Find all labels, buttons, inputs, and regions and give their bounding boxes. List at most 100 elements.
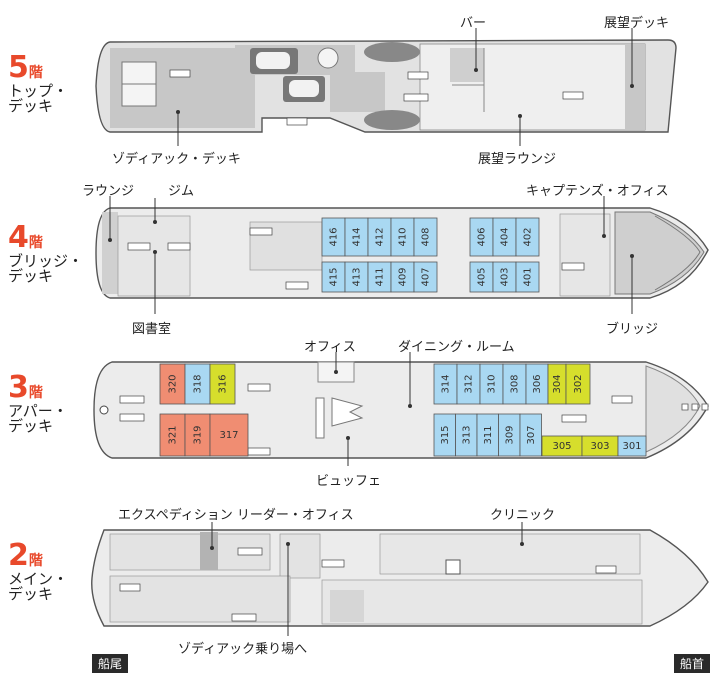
cabin-number: 414 [352,227,363,246]
cabin-number: 313 [461,425,472,444]
cabin-314: 314 [433,363,458,405]
cabin-301: 301 [617,435,647,457]
cabin-402: 402 [515,217,540,257]
cabin-number: 312 [464,374,475,393]
deck-name-line2: デッキ [8,97,54,116]
cabin-number: 415 [329,267,340,286]
deck-name-line2: デッキ [8,267,54,286]
cabin-404: 404 [492,217,517,257]
callout-office: オフィス [304,340,356,355]
cabin-number: 304 [552,374,563,393]
callout-zodiac-deck: ゾディアック・デッキ [112,152,241,167]
cabin-number: 321 [168,425,179,444]
cabin-number: 410 [398,227,409,246]
cabin-319: 319 [184,413,211,457]
deck-name-line1: トップ・ [8,81,69,100]
deck-3-label: 3階 アパー・ デッキ [8,372,68,435]
cabin-403: 403 [492,261,517,293]
deck-number: 5 [8,50,29,85]
cabin-number: 303 [590,441,609,452]
cabin-318: 318 [184,363,211,405]
callout-buffet: ビュッフェ [316,474,382,489]
cabin-313: 313 [455,413,478,457]
cabin-number: 407 [421,267,432,286]
cabin-310: 310 [479,363,504,405]
cabin-number: 318 [193,374,204,393]
cabin-312: 312 [456,363,481,405]
deck-name-line2: デッキ [8,417,54,436]
callout-observation-lounge: 展望ラウンジ [478,152,557,167]
deck-kai: 階 [28,235,43,251]
stern-label: 船尾 [92,654,129,673]
deck-5-label: 5階 トップ・ デッキ [8,52,68,115]
deck-name-line1: メイン・ [8,569,69,588]
deck-4-cabins: 416 414 412 410 408 406 404 402 415 413 411 409 407 4… [321,217,540,293]
deck-2-label: 2階 メイン・ デッキ [8,540,68,603]
cabin-number: 305 [552,441,571,452]
callout-gym: ジム [168,184,195,199]
deck-number: 4 [8,220,29,255]
deck-kai: 階 [28,385,43,401]
cabin-number: 311 [483,425,494,444]
cabin-number: 306 [532,374,543,393]
callout-lounge: ラウンジ [82,184,135,199]
cabin-number: 405 [477,267,488,286]
cabin-number: 307 [526,425,537,444]
cabin-415: 415 [321,261,346,293]
cabin-308: 308 [502,363,527,405]
cabin-number: 309 [504,425,515,444]
cabin-410: 410 [390,217,415,257]
cabin-number: 402 [523,227,534,246]
cabin-408: 408 [413,217,438,257]
deck-name-line1: ブリッジ・ [8,251,84,270]
deck-4-label: 4階 ブリッジ・ デッキ [8,222,83,285]
callout-library: 図書室 [132,322,172,337]
cabin-413: 413 [344,261,369,293]
cabin-number: 412 [375,227,386,246]
cabin-number: 408 [421,227,432,246]
cabin-number: 310 [487,374,498,393]
callout-expedition-leader-office: エクスペディション リーダー・オフィス [118,508,354,523]
cabin-number: 404 [500,227,511,246]
cabin-306: 306 [525,363,549,405]
cabin-302: 302 [565,363,591,405]
cabin-number: 316 [218,374,229,393]
deck-kai: 階 [28,553,43,569]
cabin-412: 412 [367,217,392,257]
cabin-320: 320 [159,363,186,405]
cabin-311: 311 [476,413,499,457]
callout-zodiac-boarding: ゾディアック乗り場へ [178,642,308,657]
deck-3-cabins: 320 318 316 321 319 317 314 312 310 308 306 304 302 3… [159,363,647,457]
cabin-317: 317 [209,413,249,457]
cabin-number: 317 [219,430,238,441]
cabin-414: 414 [344,217,369,257]
cabin-401: 401 [515,261,540,293]
cabin-321: 321 [159,413,186,457]
cabin-411: 411 [367,261,392,293]
callout-bridge: ブリッジ [606,322,659,337]
cabin-303: 303 [581,435,619,457]
cabin-number: 403 [500,267,511,286]
cabin-number: 319 [193,425,204,444]
cabin-number: 416 [329,227,340,246]
cabin-number: 409 [398,267,409,286]
cabin-number: 413 [352,267,363,286]
cabin-number: 302 [573,374,584,393]
deck-number: 2 [8,538,29,573]
deck-name-line1: アパー・ [8,401,68,420]
callout-clinic: クリニック [490,508,556,523]
cabin-307: 307 [519,413,542,457]
cabin-number: 315 [440,425,451,444]
deck-5-plan [95,28,677,146]
cabin-number: 401 [523,267,534,286]
cabin-405: 405 [469,261,494,293]
cabin-406: 406 [469,217,494,257]
cabin-number: 301 [622,441,641,452]
callout-dining-room: ダイニング・ルーム [398,340,515,355]
cabin-309: 309 [498,413,521,457]
cabin-407: 407 [413,261,438,293]
callout-observation-deck: 展望デッキ [604,16,670,31]
callout-captains-office: キャプテンズ・オフィス [526,184,669,199]
deck-kai: 階 [28,65,43,81]
